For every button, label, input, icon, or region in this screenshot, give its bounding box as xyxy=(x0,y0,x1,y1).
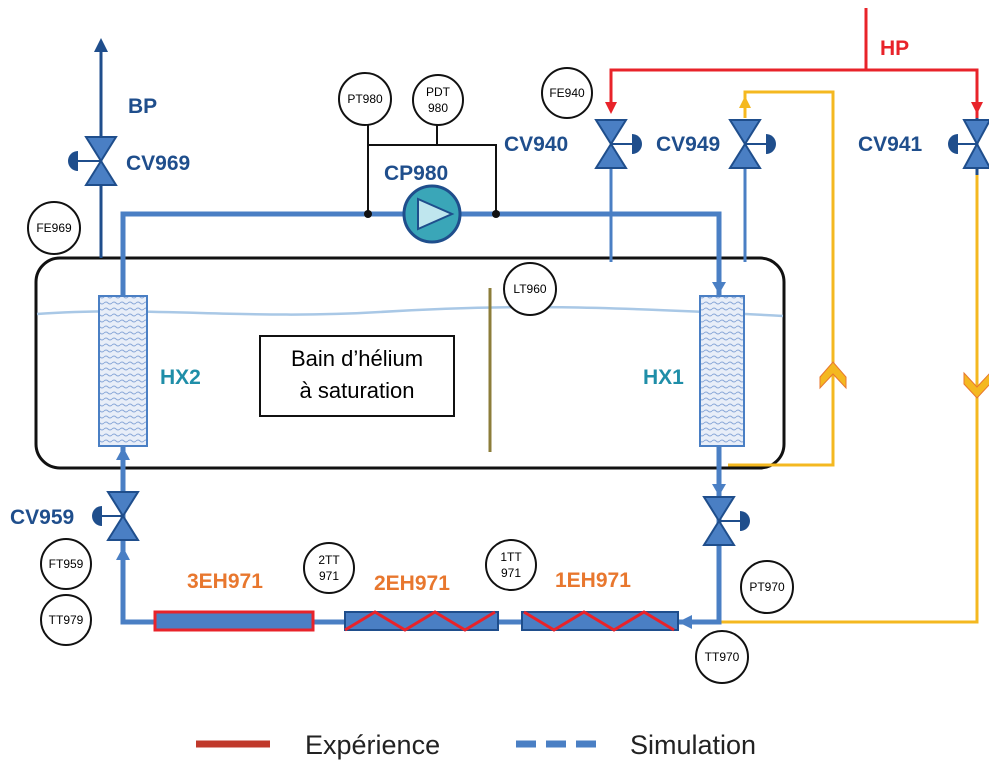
bath-label-box xyxy=(259,335,455,417)
blue-loop-top xyxy=(120,211,403,296)
label-hx2: HX2 xyxy=(160,366,201,389)
hp-pipe-header xyxy=(609,68,979,118)
label-cv949: CV949 xyxy=(656,133,720,156)
label-hx1: HX1 xyxy=(643,366,684,389)
valve-hx1-outlet[interactable] xyxy=(702,496,750,546)
label-cv941: CV941 xyxy=(858,133,923,156)
legend-simulation-label: Simulation xyxy=(630,730,756,760)
svg-text:1TT: 1TT xyxy=(500,550,522,564)
pump-tap-right xyxy=(492,210,500,218)
svg-text:PT980: PT980 xyxy=(347,92,383,106)
hx1-exchanger xyxy=(699,295,745,447)
instrument-2tt971[interactable]: 2TT 971 xyxy=(303,542,355,594)
label-cv969: CV969 xyxy=(126,152,190,175)
blue-arrow-hx2-in xyxy=(116,447,130,460)
instrument-lt960[interactable]: LT960 xyxy=(503,262,557,316)
hp-arrow-cv940 xyxy=(605,102,617,114)
yellow-arrow-up xyxy=(739,96,751,108)
instrument-tt979[interactable]: TT979 xyxy=(40,594,92,646)
heater-1eh971-coil xyxy=(523,610,675,632)
blue-arrow-hx1-valve xyxy=(712,484,726,496)
instrument-pdt980[interactable]: PDT 980 xyxy=(412,74,464,126)
legend-experience-label: Expérience xyxy=(305,730,440,760)
label-bp: BP xyxy=(128,95,157,118)
blue-loop-top-right xyxy=(461,211,722,296)
svg-text:LT960: LT960 xyxy=(513,282,546,296)
pump-tap-left xyxy=(364,210,372,218)
svg-text:TT979: TT979 xyxy=(49,613,84,627)
valve-cv969[interactable] xyxy=(68,136,118,186)
svg-text:971: 971 xyxy=(319,569,339,583)
label-2eh971: 2EH971 xyxy=(374,572,450,595)
valve-cv949[interactable] xyxy=(728,119,776,169)
bath-label-line1: Bain d’hélium xyxy=(291,346,423,371)
instrument-tt970[interactable]: TT970 xyxy=(695,630,749,684)
bath-label-line2: à saturation xyxy=(300,378,415,403)
valve-cv959[interactable] xyxy=(92,491,140,541)
instrument-fe940[interactable]: FE940 xyxy=(541,67,593,119)
instrument-1tt971[interactable]: 1TT 971 xyxy=(485,539,537,591)
blue-arrow-cv959-up xyxy=(116,547,130,560)
instrument-pt970[interactable]: PT970 xyxy=(740,560,794,614)
svg-text:PT970: PT970 xyxy=(749,580,785,594)
svg-text:2TT: 2TT xyxy=(318,553,340,567)
label-1eh971: 1EH971 xyxy=(555,569,631,592)
label-3eh971: 3EH971 xyxy=(187,570,263,593)
label-hp: HP xyxy=(880,37,909,60)
heater-3eh971 xyxy=(153,610,315,632)
label-cv940: CV940 xyxy=(504,133,568,156)
blue-arrow-left-1eh xyxy=(678,615,692,629)
hx2-exchanger xyxy=(98,295,148,447)
svg-text:TT970: TT970 xyxy=(705,650,740,664)
bp-arrow xyxy=(94,38,108,52)
pump-bypass-frame xyxy=(367,144,497,214)
svg-text:FT959: FT959 xyxy=(49,557,84,571)
svg-text:FE940: FE940 xyxy=(549,86,585,100)
yellow-chevron-up xyxy=(819,361,847,390)
instrument-pt980[interactable]: PT980 xyxy=(338,72,392,126)
blue-arrow-hx1-in xyxy=(712,282,726,294)
instrument-fe969[interactable]: FE969 xyxy=(27,201,81,255)
svg-text:FE969: FE969 xyxy=(36,221,72,235)
yellow-pipe-cv941 xyxy=(678,175,979,624)
instrument-ft959[interactable]: FT959 xyxy=(40,538,92,590)
pump-cp980-arrow xyxy=(417,197,455,231)
svg-text:PDT: PDT xyxy=(426,85,451,99)
svg-text:971: 971 xyxy=(501,566,521,580)
valve-cv941[interactable] xyxy=(948,119,989,169)
heater-2eh971-coil xyxy=(344,610,496,632)
label-cv959: CV959 xyxy=(10,506,74,529)
yellow-chevron-down xyxy=(963,371,989,399)
hp-arrow-cv941 xyxy=(971,102,983,114)
valve-cv940[interactable] xyxy=(594,119,642,169)
label-cp980: CP980 xyxy=(384,162,448,185)
svg-text:980: 980 xyxy=(428,101,448,115)
